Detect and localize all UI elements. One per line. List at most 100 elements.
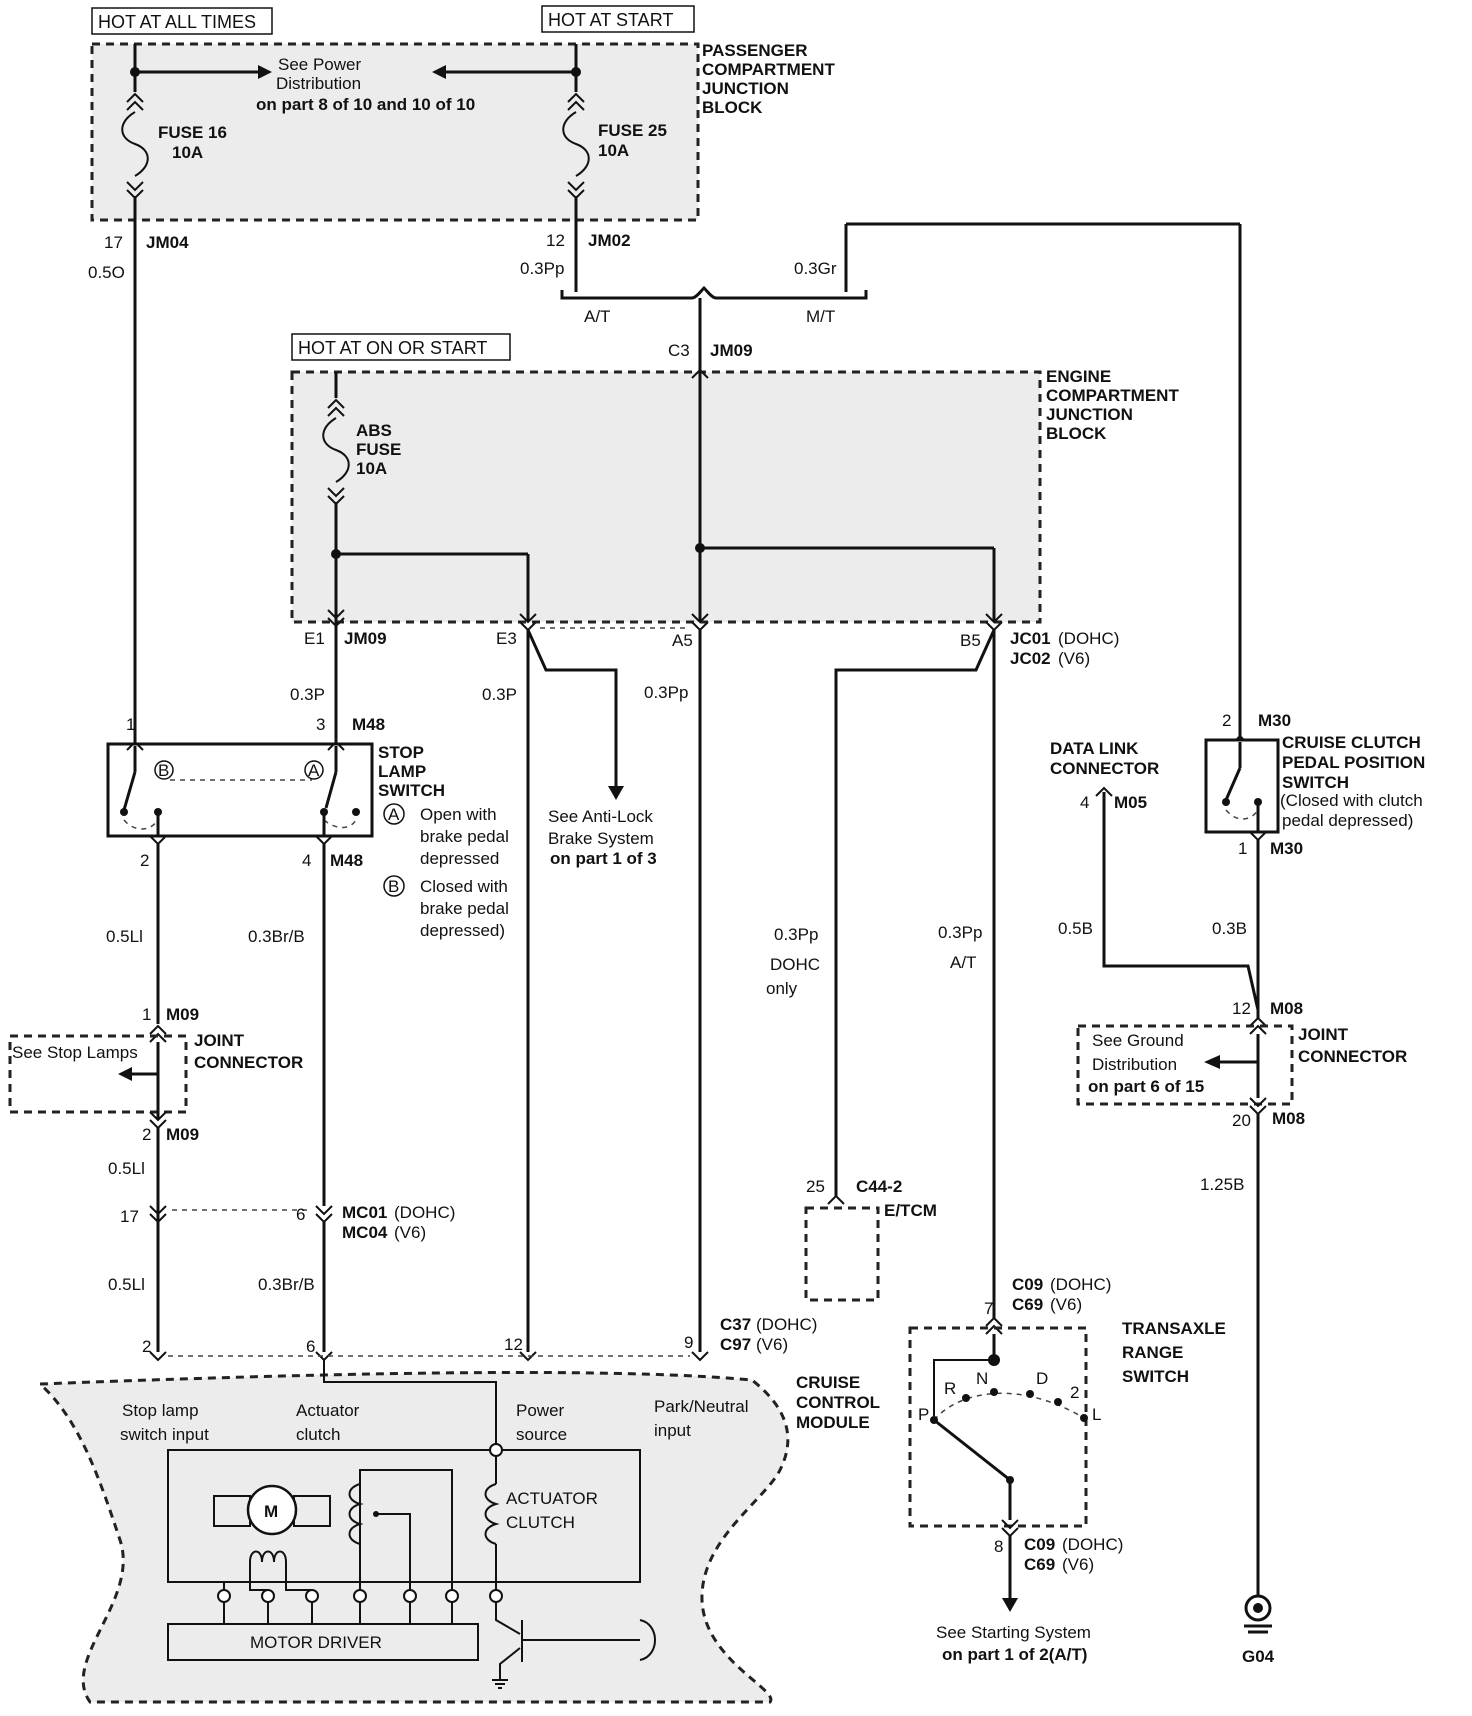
fuse-25-icon: [562, 44, 590, 232]
connector-c69-variant: (V6): [1050, 1295, 1082, 1314]
fuse-16-icon: [121, 44, 149, 232]
fuse-16-label: FUSE 16: [158, 123, 227, 142]
arrow-right-icon: [258, 65, 272, 79]
fuse-25-rating: 10A: [598, 141, 629, 160]
pin-2-module: 2: [142, 1337, 151, 1356]
wire-03p-a: 0.3P: [290, 685, 325, 704]
transaxle-range-switch: [908, 1326, 1088, 1528]
joint-connector-title: JOINT: [194, 1031, 245, 1050]
arrow-left-icon: [118, 1067, 132, 1081]
wire-125b: 1.25B: [1200, 1175, 1244, 1194]
pin-a5: A5: [672, 631, 693, 650]
wire-03brb-a: 0.3Br/B: [248, 927, 305, 946]
fuse-25-label: FUSE 25: [598, 121, 667, 140]
e-tcm-label: E/TCM: [884, 1201, 937, 1220]
actuator-clutch-coil-icon: [484, 1456, 500, 1596]
wire-05o: 0.5O: [88, 263, 125, 282]
passenger-junction-block: [90, 42, 700, 222]
hot-all-times-label: HOT AT ALL TIMES: [91, 7, 273, 35]
actuator-clutch-label: ACTUATOR: [506, 1489, 598, 1508]
stop-lamp-title-2: LAMP: [378, 762, 426, 781]
engine-block-title-4: BLOCK: [1046, 424, 1107, 443]
connector-mc04-variant: (V6): [394, 1223, 426, 1242]
ground-joint-title-2: CONNECTOR: [1298, 1047, 1407, 1066]
engine-block-title-3: JUNCTION: [1046, 405, 1133, 424]
label-mt: M/T: [806, 307, 835, 326]
pos-p: P: [918, 1405, 929, 1424]
wire-05li-c: 0.5Ll: [108, 1275, 145, 1294]
connector-c69: C69: [1012, 1295, 1043, 1314]
input-stop-lamp-2: switch input: [120, 1425, 209, 1444]
see-abs-line3: on part 1 of 3: [550, 849, 657, 868]
clutch-switch-title-3: SWITCH: [1282, 773, 1349, 792]
pin-3: 3: [316, 715, 325, 734]
range-switch-title: TRANSAXLE: [1122, 1319, 1226, 1338]
engine-junction-block: [290, 370, 1042, 624]
data-link-title: DATA LINK: [1050, 739, 1139, 758]
module-title-2: CONTROL: [796, 1393, 880, 1412]
input-power-2: source: [516, 1425, 567, 1444]
e-tcm: [804, 1206, 880, 1302]
arrow-left-icon: [1204, 1055, 1220, 1069]
pin-1-m30: 1: [1238, 839, 1247, 858]
pos-2: 2: [1070, 1383, 1079, 1402]
note-a-line2: brake pedal: [420, 827, 509, 846]
see-ground-line3: on part 6 of 15: [1088, 1077, 1204, 1096]
connector-jm09-b: JM09: [344, 629, 387, 648]
connector-m48-b: M48: [330, 851, 363, 870]
stop-lamp-switch: [106, 742, 374, 838]
hot-at-start-label: HOT AT START: [541, 5, 695, 33]
engine-block-title: ENGINE: [1046, 367, 1111, 386]
engine-junction-block-bg: [292, 372, 1040, 622]
motor-driver-label: MOTOR DRIVER: [250, 1633, 382, 1652]
pin-25: 25: [806, 1177, 825, 1196]
connector-m08: M08: [1270, 999, 1303, 1018]
module-title: CRUISE: [796, 1373, 860, 1392]
pin-2: 2: [140, 851, 149, 870]
connector-m30: M30: [1258, 711, 1291, 730]
wire-03pp-a: 0.3Pp: [520, 259, 564, 278]
input-power: Power: [516, 1401, 565, 1420]
connector-m05: M05: [1114, 793, 1147, 812]
see-ground-line1: See Ground: [1092, 1031, 1184, 1050]
label-at: A/T: [584, 307, 610, 326]
see-stop-lamps: See Stop Lamps: [12, 1043, 138, 1062]
connector-mc01-variant: (DOHC): [394, 1203, 455, 1222]
passenger-block-title: PASSENGER: [702, 41, 808, 60]
pin-12-module: 12: [504, 1335, 523, 1354]
connector-c09-b-variant: (DOHC): [1062, 1535, 1123, 1554]
connector-jc02: JC02: [1010, 649, 1051, 668]
abs-fuse-rating: 10A: [356, 459, 387, 478]
pin-17-mc: 17: [120, 1207, 139, 1226]
pin-9-module: 9: [684, 1333, 693, 1352]
see-power-line3: on part 8 of 10 and 10 of 10: [256, 95, 475, 114]
joint-connector-m09: [8, 1034, 188, 1114]
connector-c97: C97: [720, 1335, 751, 1354]
passenger-block-title-3: JUNCTION: [702, 79, 789, 98]
connector-chevron: [691, 368, 709, 379]
pin-b5: B5: [960, 631, 981, 650]
note-a-marker: A: [388, 805, 400, 824]
note-a-icon: [383, 803, 405, 825]
connector-c97-variant: (V6): [756, 1335, 788, 1354]
pin-7: 7: [984, 1299, 993, 1318]
connector-jc02-variant: (V6): [1058, 649, 1090, 668]
input-actuator: Actuator: [296, 1401, 360, 1420]
dohc-only-2: only: [766, 979, 798, 998]
note-b-icon: [383, 875, 405, 897]
connector-mc01: MC01: [342, 1203, 387, 1222]
clutch-switch-icon: [1222, 742, 1262, 832]
stop-lamp-title: STOP: [378, 743, 424, 762]
see-ground-line2: Distribution: [1092, 1055, 1177, 1074]
see-starting-line1: See Starting System: [936, 1623, 1091, 1642]
terminal-row: [217, 1589, 503, 1603]
see-power-line2: Distribution: [276, 74, 361, 93]
ground-joint-connector: [1076, 1024, 1294, 1106]
see-abs-line2: Brake System: [548, 829, 654, 848]
wire-05b: 0.5B: [1058, 919, 1093, 938]
pin-m09-1: 1: [142, 1005, 151, 1024]
wire-03brb-b: 0.3Br/B: [258, 1275, 315, 1294]
connector-c69-b: C69: [1024, 1555, 1055, 1574]
input-park-neutral: Park/Neutral: [654, 1397, 748, 1416]
module-title-3: MODULE: [796, 1413, 870, 1432]
